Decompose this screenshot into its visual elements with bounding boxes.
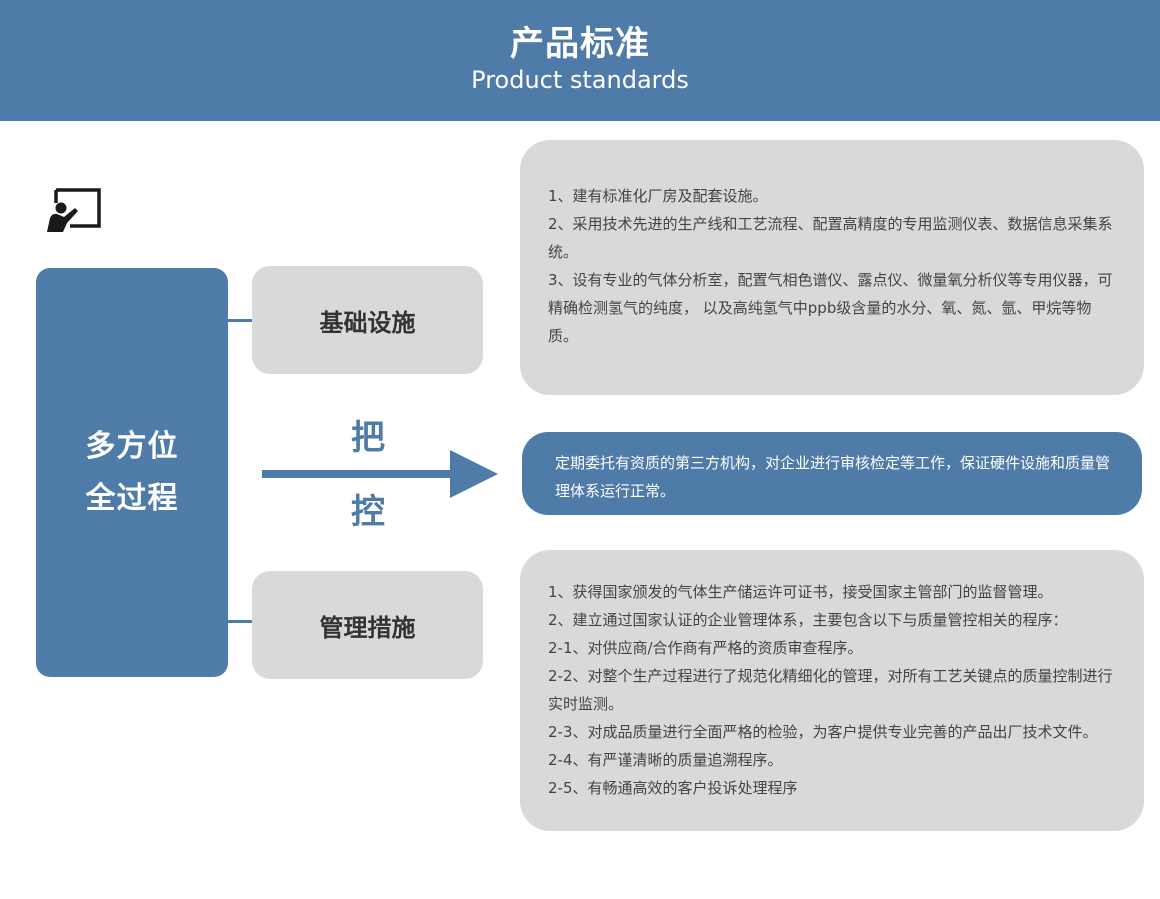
management-detail-7: 2-5、有畅通高效的客户投诉处理程序 [548, 779, 798, 797]
page-subtitle: Product standards [471, 66, 689, 94]
management-detail-5: 2-3、对成品质量进行全面严格的检验，为客户提供专业完善的产品出厂技术文件。 [548, 723, 1098, 741]
management-detail-6: 2-4、有严谨清晰的质量追溯程序。 [548, 751, 783, 769]
header-banner: 产品标准 Product standards [0, 0, 1160, 121]
infrastructure-details-box: 1、建有标准化厂房及配套设施。 2、采用技术先进的生产线和工艺流程、配置高精度的… [520, 140, 1144, 395]
management-detail-4: 2-2、对整个生产过程进行了规范化精细化的管理，对所有工艺关键点的质量控制进行实… [548, 667, 1113, 713]
arrow-label-bottom: 控 [351, 492, 385, 532]
infrastructure-detail-3: 3、设有专业的气体分析室，配置气相色谱仪、露点仪、微量氧分析仪等专用仪器，可精确… [548, 271, 1113, 345]
presentation-board-icon [47, 188, 101, 232]
arrow-label-top: 把 [351, 418, 385, 458]
connector-management [228, 620, 252, 623]
category-management-label: 管理措施 [319, 613, 416, 642]
category-management: 管理措施 [252, 571, 483, 679]
management-details-box: 1、获得国家颁发的气体生产储运许可证书，接受国家主管部门的监督管理。 2、建立通… [520, 550, 1144, 831]
page-title: 产品标准 [510, 24, 650, 64]
inspection-text: 定期委托有资质的第三方机构，对企业进行审核检定等工作，保证硬件设施和质量管理体系… [555, 454, 1111, 500]
main-concept-block: 多方位 全过程 [36, 268, 228, 677]
management-detail-1: 1、获得国家颁发的气体生产储运许可证书，接受国家主管部门的监督管理。 [548, 583, 1053, 601]
category-infrastructure-label: 基础设施 [319, 308, 416, 337]
management-detail-3: 2-1、对供应商/合作商有严格的资质审查程序。 [548, 639, 863, 657]
category-infrastructure: 基础设施 [252, 266, 483, 374]
control-arrow-icon [262, 450, 498, 498]
inspection-box: 定期委托有资质的第三方机构，对企业进行审核检定等工作，保证硬件设施和质量管理体系… [522, 432, 1142, 515]
connector-infrastructure [228, 319, 252, 322]
main-concept-line-2: 全过程 [85, 480, 179, 516]
management-detail-2: 2、建立通过国家认证的企业管理体系，主要包含以下与质量管控相关的程序： [548, 611, 1068, 629]
infrastructure-detail-2: 2、采用技术先进的生产线和工艺流程、配置高精度的专用监测仪表、数据信息采集系统。 [548, 215, 1113, 261]
infrastructure-detail-1: 1、建有标准化厂房及配套设施。 [548, 187, 768, 205]
main-concept-line-1: 多方位 [85, 428, 179, 464]
